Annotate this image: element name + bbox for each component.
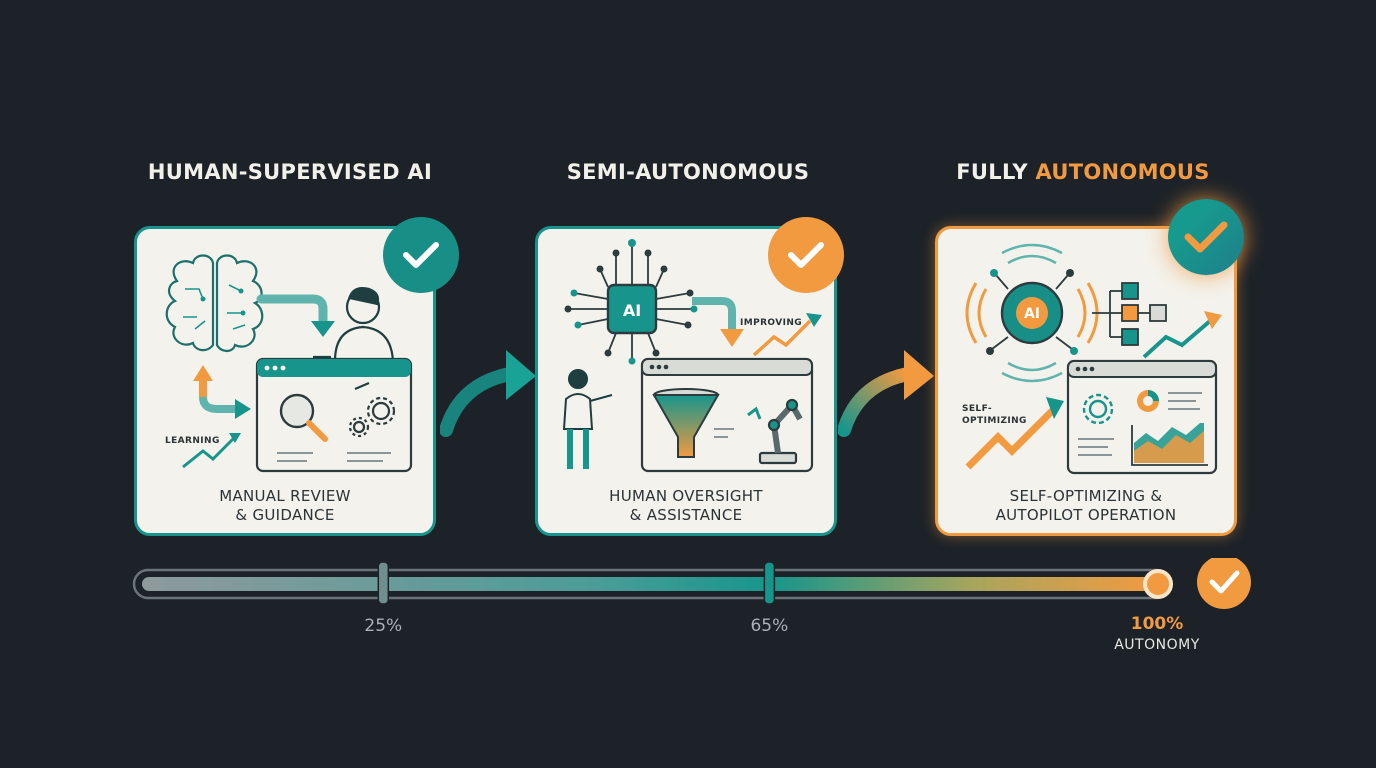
ai-chip-icon bbox=[564, 239, 698, 365]
checkmark-icon bbox=[788, 242, 824, 268]
progress-endpoint bbox=[1143, 569, 1173, 599]
self-optimizing-label-line1: SELF- bbox=[962, 404, 992, 414]
progress-complete-badge bbox=[1197, 558, 1251, 609]
stage-2-title: SEMI-AUTONOMOUS bbox=[566, 160, 810, 184]
network-nodes-icon bbox=[1092, 282, 1167, 346]
magnifier-icon bbox=[279, 393, 328, 442]
stage-3-caption-line2: AUTOPILOT OPERATION bbox=[995, 506, 1177, 524]
progress-marker-label-65: 65% bbox=[750, 616, 789, 636]
stage-1-caption: MANUAL REVIEW & GUIDANCE bbox=[137, 487, 433, 525]
trend-arrow-icon bbox=[182, 433, 241, 469]
stage-3-title-prefix: FULLY bbox=[956, 160, 1036, 184]
funnel-icon bbox=[652, 388, 720, 458]
learning-label: LEARNING bbox=[165, 436, 220, 446]
checkmark-icon bbox=[1209, 570, 1240, 594]
stage-2-caption-line2: & ASSISTANCE bbox=[629, 506, 743, 524]
stage-2-illustration: AI IMPROVING bbox=[562, 239, 822, 473]
progress-marker-label-25: 25% bbox=[364, 616, 403, 636]
stage-2-caption: HUMAN OVERSIGHT & ASSISTANCE bbox=[538, 487, 834, 525]
person-icon bbox=[562, 369, 613, 469]
loop-arrow-icon bbox=[256, 294, 328, 330]
stage-1-caption-line2: & GUIDANCE bbox=[235, 506, 335, 524]
stage-3-caption-line1: SELF-OPTIMIZING & bbox=[1009, 487, 1163, 505]
robot-arm-icon bbox=[747, 398, 803, 465]
growth-arrow-icon bbox=[965, 397, 1064, 470]
self-optimizing-label-line2: OPTIMIZING bbox=[962, 416, 1027, 426]
stage-1-caption-line1: MANUAL REVIEW bbox=[219, 487, 351, 505]
trend-arrow-icon bbox=[752, 313, 822, 357]
stage-transition-arrow-2 bbox=[838, 350, 934, 437]
stage-3-card: AI SELF- OPTIMIZING bbox=[935, 199, 1244, 536]
stage-1-title: HUMAN-SUPERVISED AI bbox=[147, 160, 433, 184]
stage-3-title: FULLY AUTONOMOUS bbox=[873, 160, 1293, 184]
stage-3-check-badge bbox=[1168, 199, 1244, 275]
stage-2-check-badge bbox=[768, 217, 844, 293]
browser-window-icon bbox=[255, 357, 413, 473]
pie-chart-icon bbox=[1137, 390, 1159, 412]
stage-2-card: AI IMPROVING bbox=[535, 217, 844, 536]
stage-3-caption: SELF-OPTIMIZING & AUTOPILOT OPERATION bbox=[938, 487, 1234, 525]
gear-icon bbox=[1082, 393, 1114, 425]
progress-end-caption: AUTONOMY bbox=[1114, 637, 1200, 653]
checkmark-icon bbox=[403, 242, 439, 268]
checkmark-icon bbox=[1184, 221, 1228, 253]
person-icon bbox=[313, 287, 395, 391]
stage-3-illustration: AI SELF- OPTIMIZING bbox=[962, 243, 1222, 475]
progress-marker-65 bbox=[763, 561, 776, 605]
stage-2-caption-line1: HUMAN OVERSIGHT bbox=[609, 487, 763, 505]
gear-icon bbox=[348, 396, 396, 438]
ai-core-label: AI bbox=[1024, 306, 1040, 322]
progress-fill bbox=[142, 577, 1158, 591]
progress-marker-25 bbox=[377, 561, 390, 605]
trend-arrow-icon bbox=[1142, 311, 1222, 359]
area-chart-icon bbox=[1131, 423, 1208, 466]
stage-transition-arrow-1 bbox=[440, 350, 536, 437]
stage-1-illustration: LEARNING bbox=[165, 254, 413, 473]
stage-1-check-badge bbox=[383, 217, 459, 293]
autonomy-progress-bar bbox=[132, 558, 1251, 609]
brain-icon bbox=[165, 254, 264, 353]
stage-1-card: LEARNING MANUAL REVIEW & GUIDANCE bbox=[134, 217, 459, 536]
progress-end-label: 100% bbox=[1130, 614, 1184, 634]
stage-3-title-accent: AUTONOMOUS bbox=[1035, 160, 1210, 184]
ai-chip-label: AI bbox=[623, 301, 641, 320]
improving-label: IMPROVING bbox=[740, 318, 802, 328]
